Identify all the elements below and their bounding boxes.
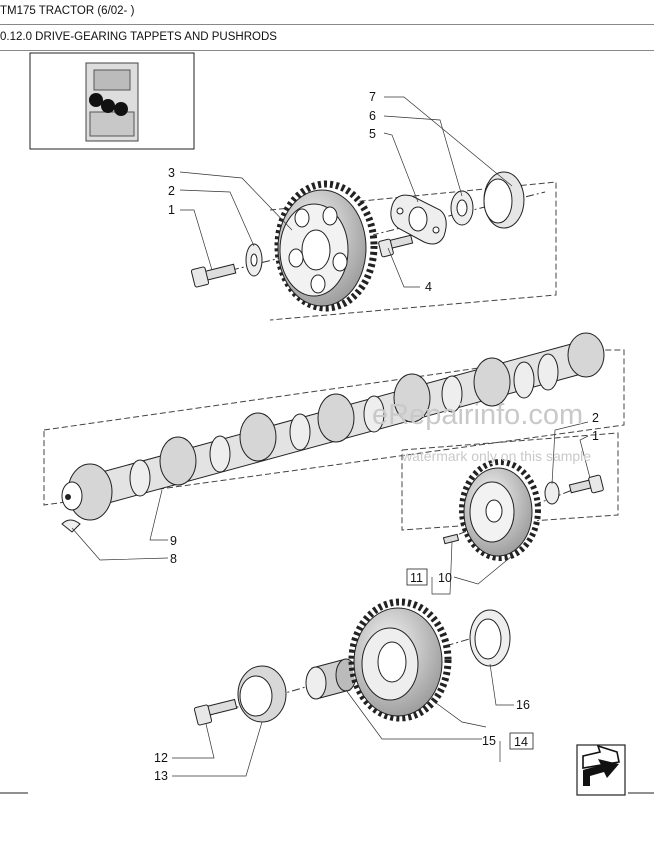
washer-idler-2 <box>544 481 560 505</box>
callout-15: 15 <box>482 734 496 748</box>
key-part-9 <box>61 519 81 533</box>
callout-5: 5 <box>369 127 376 141</box>
callout-11-box <box>406 568 428 586</box>
callout-9: 9 <box>170 534 177 548</box>
bolt-part-1 <box>190 263 237 288</box>
locator-dot-1 <box>89 93 103 107</box>
callout-1-upper: 1 <box>168 203 175 217</box>
leader-lines <box>71 96 591 777</box>
plate-part-5 <box>390 194 447 245</box>
callout-6: 6 <box>369 109 376 123</box>
idler-gear-assembly <box>442 459 604 561</box>
header-rule <box>0 24 654 25</box>
bolt-part-4 <box>378 234 414 258</box>
bolt-idler-1 <box>568 474 604 494</box>
callout-8: 8 <box>170 552 177 566</box>
callout-11: 11 <box>410 571 423 585</box>
callout-4: 4 <box>425 280 432 294</box>
callout-14-box <box>509 732 534 750</box>
ring-part-7 <box>483 171 525 229</box>
section-rule <box>0 50 654 51</box>
watermark-site: eRepairinfo.com <box>372 399 583 431</box>
gear-part-15 <box>348 598 452 722</box>
group-frame-idler <box>401 432 619 531</box>
callouts: 7 6 5 4 3 2 1 2 1 9 8 11 10 16 15 14 12 … <box>154 90 599 783</box>
callout-16: 16 <box>516 698 530 712</box>
callout-13: 13 <box>154 769 168 783</box>
hub-part-13 <box>237 665 287 723</box>
callout-12: 12 <box>154 751 168 765</box>
upper-gear-assembly <box>190 171 546 312</box>
callout-7: 7 <box>369 90 376 104</box>
callout-2-upper: 2 <box>168 184 175 198</box>
callout-1-idler: 1 <box>592 429 599 443</box>
camshaft-part-8 <box>61 332 605 521</box>
callout-2-idler: 2 <box>592 411 599 425</box>
locator-dot-3 <box>114 102 128 116</box>
next-page-arrow-icon[interactable] <box>576 744 626 796</box>
gear-part-3 <box>274 180 378 312</box>
watermark-note: watermark only on this sample <box>401 448 591 464</box>
gear-part-10 <box>459 459 541 561</box>
bolt-part-12 <box>193 698 238 726</box>
callout-14: 14 <box>514 735 528 749</box>
section-title: 0.12.0 DRIVE-GEARING TAPPETS AND PUSHROD… <box>0 31 277 43</box>
page-title: TM175 TRACTOR (6/02- ) <box>0 5 135 17</box>
thrust-washer-part-16 <box>469 609 511 667</box>
group-frame-upper <box>269 181 557 321</box>
bushing-part-14 <box>305 658 357 700</box>
lower-gear-assembly <box>193 598 511 726</box>
callout-3: 3 <box>168 166 175 180</box>
pin-part-11 <box>442 533 460 545</box>
callout-10: 10 <box>438 571 452 585</box>
locator-dot-2 <box>101 99 115 113</box>
engine-locator-thumbnail <box>29 52 195 150</box>
